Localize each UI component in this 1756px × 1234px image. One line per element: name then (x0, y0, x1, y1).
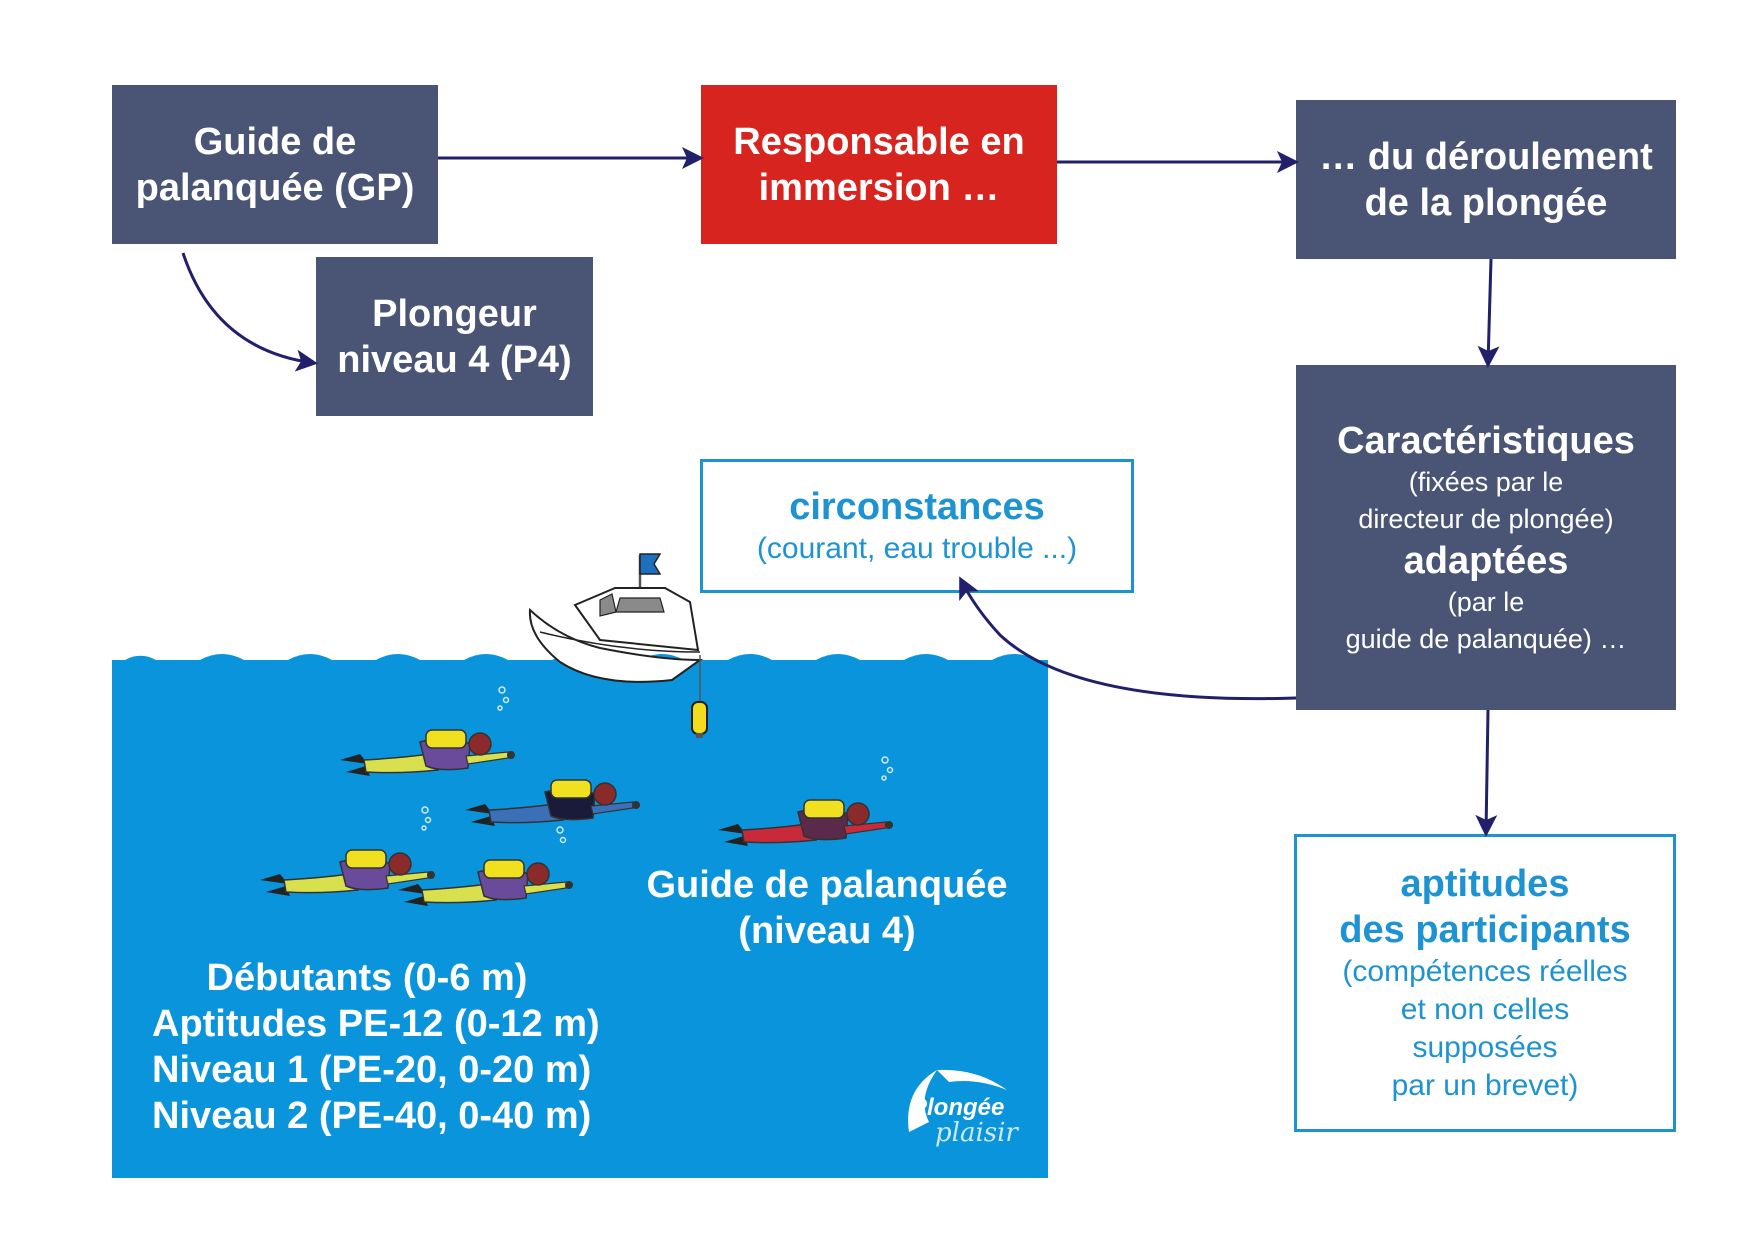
levels-list: Débutants (0-6 m) Aptitudes PE-12 (0-12 … (152, 955, 600, 1139)
plongeur-p4-box: Plongeur niveau 4 (P4) (316, 257, 593, 416)
deroulement-box: … du déroulement de la plongée (1296, 100, 1676, 259)
caracteristiques-fixees-2: directeur de plongée) (1358, 503, 1614, 534)
buoy-icon (691, 701, 708, 738)
deroulement-line-2: de la plongée (1364, 181, 1608, 224)
guide-gp-box: Guide de palanquée (GP) (112, 85, 438, 244)
diver-icon (718, 799, 893, 846)
bubbles (421, 686, 894, 844)
plongeur-p4-line-1: Plongeur (372, 292, 537, 335)
arrow-caracteristiques-to-aptitudes (1475, 709, 1498, 837)
logo-line-2: plaisir (935, 1118, 1018, 1148)
aptitudes-box: aptitudes des participants (compétences … (1294, 834, 1676, 1132)
diver-icon (465, 779, 640, 826)
responsable-box: Responsable en immersion … (701, 85, 1057, 244)
diver-icon (398, 859, 573, 906)
arrow-caracteristiques-to-circonstances (959, 576, 1297, 701)
caracteristiques-box: Caractéristiques (fixées par le directeu… (1296, 365, 1676, 710)
responsable-line-2: immersion … (758, 166, 1000, 209)
arrow-deroulement-to-caracteristiques (1477, 258, 1500, 368)
level-pe12: Aptitudes PE-12 (0-12 m) (152, 1003, 600, 1045)
diver-icon (340, 729, 515, 776)
aptitudes-detail-1: (compétences réelles (1342, 955, 1628, 988)
caracteristiques-adaptees: adaptées (1403, 539, 1569, 582)
plongee-plaisir-logo: Plongée plaisir (897, 1060, 1027, 1160)
caracteristiques-par-2: guide de palanquée) … (1345, 623, 1627, 654)
diver-icon (260, 849, 435, 896)
caracteristiques-fixees-1: (fixées par le (1408, 466, 1564, 497)
arrows (181, 147, 1500, 837)
sea-panel: Guide de palanquée (niveau 4) Débutants … (112, 660, 1048, 1178)
boat-icon (528, 553, 704, 705)
aptitudes-title-1: aptitudes (1400, 863, 1570, 905)
level-niveau-2: Niveau 2 (PE-40, 0-40 m) (152, 1095, 592, 1137)
caracteristiques-par-1: (par le (1447, 586, 1525, 617)
aptitudes-detail-3: supposées (1412, 1031, 1558, 1064)
aptitudes-detail-4: par un brevet) (1391, 1069, 1579, 1102)
guide-palanquee-label: Guide de palanquée (niveau 4) (617, 862, 1037, 954)
deroulement-line-1: … du déroulement (1319, 135, 1653, 178)
level-niveau-1: Niveau 1 (PE-20, 0-20 m) (152, 1049, 592, 1091)
circonstances-box: circonstances (courant, eau trouble ...) (700, 459, 1134, 593)
responsable-line-1: Responsable en (733, 120, 1025, 163)
arrow-gp-to-p4 (181, 252, 318, 372)
circonstances-detail: (courant, eau trouble ...) (756, 532, 1078, 565)
guide-palanquee-line-2: (niveau 4) (738, 910, 916, 952)
logo-line-1: Plongée (911, 1094, 1005, 1121)
guide-gp-line-1: Guide de (193, 120, 357, 163)
plongeur-p4-line-2: niveau 4 (P4) (337, 338, 572, 381)
circonstances-title: circonstances (789, 486, 1045, 528)
logo-swoosh-icon (908, 1069, 1007, 1132)
aptitudes-title-2: des participants (1339, 909, 1631, 951)
guide-palanquee-line-1: Guide de palanquée (646, 864, 1008, 906)
guide-gp-line-2: palanquée (GP) (135, 166, 415, 209)
level-debutants: Débutants (0-6 m) (206, 957, 528, 999)
aptitudes-detail-2: et non celles (1400, 993, 1570, 1026)
caracteristiques-title: Caractéristiques (1337, 419, 1635, 462)
